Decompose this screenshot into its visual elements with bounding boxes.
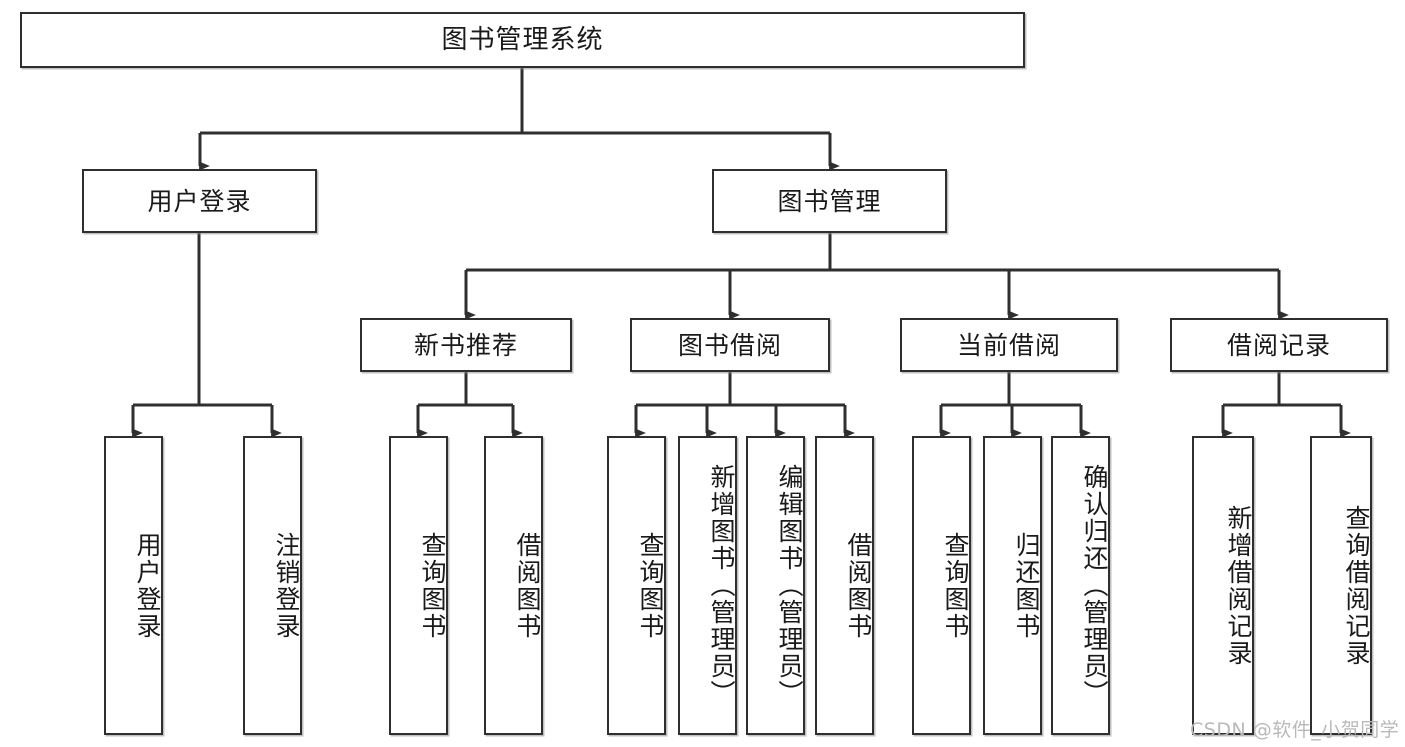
node-user-login[interactable]: 用户登录 [82,169,317,233]
leaf-borrow-book[interactable]: 借阅图书 [815,436,874,735]
leaf-label: 查询图书 [636,531,665,640]
leaf-label: 用户登录 [133,531,162,640]
leaf-label: 注销登录 [272,531,301,640]
node-borrow-record[interactable]: 借阅记录 [1170,318,1388,372]
node-book-management[interactable]: 图书管理 [712,169,947,233]
leaf-label: 编辑图书（管理员） [775,464,804,707]
leaf-label: 查询借阅记录 [1342,504,1371,667]
node-book-borrow[interactable]: 图书借阅 [630,318,830,372]
leaf-label: 借阅图书 [513,531,542,640]
leaf-label: 新增借阅记录 [1224,504,1253,667]
edges-bookborrow-to-leaves [634,372,855,438]
leaf-return-book[interactable]: 归还图书 [983,436,1042,735]
leaf-edit-book-admin[interactable]: 编辑图书（管理员） [746,436,805,735]
node-new-book-recommend[interactable]: 新书推荐 [360,318,572,372]
leaf-label: 确认归还（管理员） [1080,464,1109,707]
leaf-label: 新增图书（管理员） [707,464,736,707]
edges-userlogin-to-leaves [131,233,282,438]
leaf-query-book-borrow[interactable]: 查询图书 [607,436,666,735]
edges-newbook-to-leaves [416,372,523,438]
edges-root-to-level1 [198,68,840,171]
leaf-borrow-book-recommend[interactable]: 借阅图书 [484,436,543,735]
leaf-user-logout[interactable]: 注销登录 [243,436,302,735]
leaf-query-book-recommend[interactable]: 查询图书 [389,436,448,735]
edges-currentborrow-to-leaves [939,372,1091,438]
leaf-user-login[interactable]: 用户登录 [104,436,163,735]
leaf-query-borrow-record[interactable]: 查询借阅记录 [1310,436,1372,735]
leaf-add-borrow-record[interactable]: 新增借阅记录 [1192,436,1254,735]
leaf-label: 查询图书 [941,531,970,640]
leaf-label: 归还图书 [1012,531,1041,640]
leaf-query-book-current[interactable]: 查询图书 [912,436,971,735]
leaf-label: 查询图书 [418,531,447,640]
node-root-system[interactable]: 图书管理系统 [20,12,1025,68]
csdn-watermark: CSDN @软件_小贺同学 [1190,719,1400,741]
leaf-confirm-return-admin[interactable]: 确认归还（管理员） [1051,436,1110,735]
edges-bookmgmt-to-level2 [464,233,1289,320]
leaf-label: 借阅图书 [844,531,873,640]
edges-borrowrecord-to-leaves [1221,372,1351,438]
leaf-add-book-admin[interactable]: 新增图书（管理员） [678,436,737,735]
node-current-borrow[interactable]: 当前借阅 [900,318,1118,372]
